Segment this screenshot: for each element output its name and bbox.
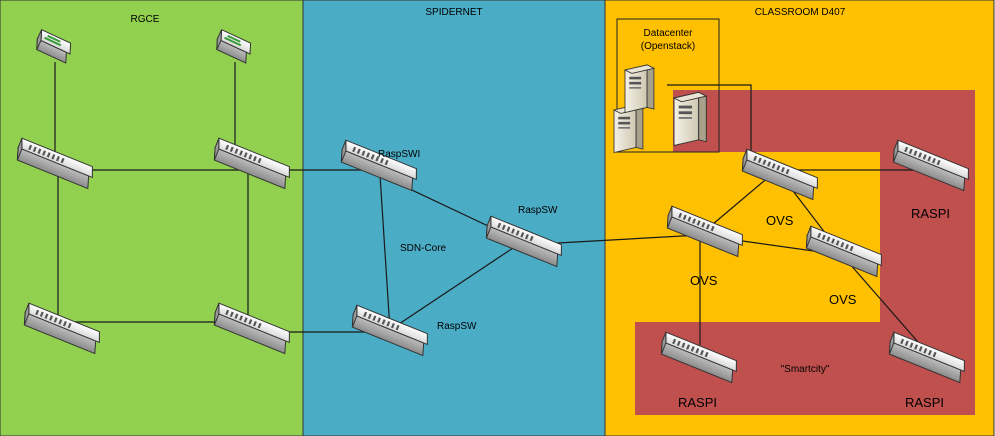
raspswi-label: RaspSWI (378, 149, 420, 160)
raspsw-low-label: RaspSW (437, 321, 477, 332)
raspi-top-label: RASPI (911, 206, 950, 221)
ovs-top-label: OVS (766, 213, 794, 228)
ovs-left-label: OVS (690, 273, 718, 288)
datacenter-sublabel: (Openstack) (641, 41, 695, 52)
zone-title-rgce: RGCE (131, 14, 160, 25)
raspi-bottom-left-label: RASPI (678, 395, 717, 410)
datacenter-label: Datacenter (644, 28, 694, 39)
zone-title-classroom: CLASSROOM D407 (755, 7, 846, 18)
zone-spidernet (302, 0, 606, 436)
server-icon (673, 91, 707, 146)
smartcity-area (635, 90, 975, 415)
sdn-core-label: SDN-Core (400, 243, 447, 254)
zone-title-spidernet: SPIDERNET (425, 7, 482, 18)
raspsw-mid-label: RaspSW (518, 205, 558, 216)
ovs-right-label: OVS (829, 292, 857, 307)
server-icon (624, 64, 655, 113)
raspi-bottom-right-label: RASPI (905, 395, 944, 410)
smartcity-label: "Smartcity" (781, 364, 830, 375)
zone-rgce (0, 0, 304, 436)
